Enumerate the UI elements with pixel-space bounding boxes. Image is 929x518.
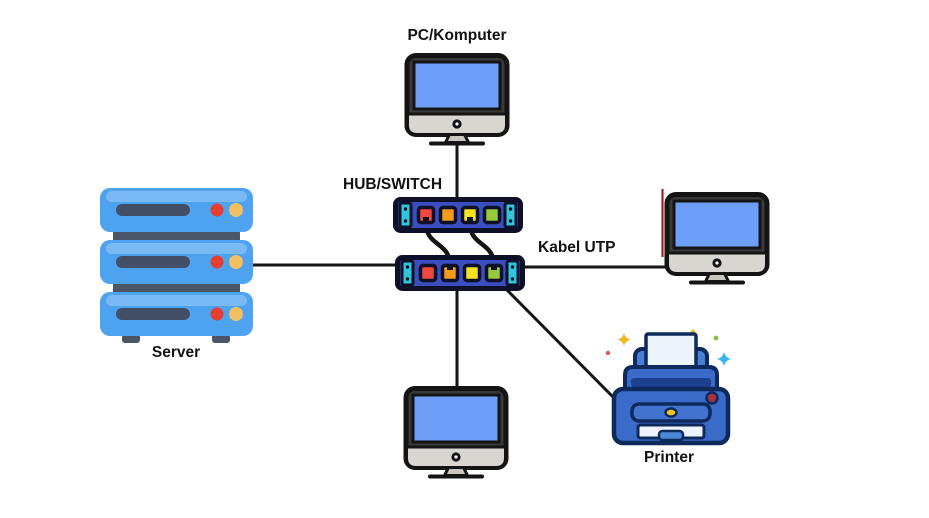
pc-komputer-label: PC/Komputer: [407, 27, 507, 44]
switch-body: [395, 255, 525, 291]
monitor-stand: [703, 272, 731, 283]
sparkle-icon: [717, 352, 731, 366]
server-foot: [212, 334, 230, 343]
hub-switch-label: HUB/SWITCH: [343, 176, 443, 193]
printer-icon: [605, 329, 731, 446]
switch-left-cap: [400, 259, 415, 287]
printer-paper-slot: [631, 378, 711, 387]
server-drive-slot: [116, 204, 190, 216]
server-drive-slot: [116, 256, 190, 268]
connection-line-hub-to-printer: [502, 285, 619, 403]
server-unit: [100, 240, 253, 284]
port-green: [482, 205, 502, 225]
cable-jack: [423, 217, 429, 223]
port-red: [418, 263, 438, 283]
printer-yellow-button: [664, 407, 678, 418]
server-led-yellow: [229, 203, 243, 217]
server-led-yellow: [229, 255, 243, 269]
server-led-red: [210, 307, 224, 321]
sparkle-icon: [617, 333, 631, 346]
port-orange: [438, 205, 458, 225]
monitor-base: [429, 141, 485, 146]
printer-tray-handle: [657, 429, 685, 442]
server-label: Server: [151, 344, 201, 361]
port-yellow: [462, 263, 482, 283]
monitor-base: [428, 474, 484, 479]
server-unit: [100, 292, 253, 336]
hub-switch-bottom-icon: [395, 255, 525, 291]
printer-power-button: [705, 391, 719, 405]
server-foot: [122, 334, 140, 343]
server-led-red: [210, 255, 224, 269]
printer-label: Printer: [644, 449, 694, 466]
pc-monitor-icon: [404, 53, 510, 146]
monitor-screen: [412, 60, 502, 111]
bottom-monitor-icon: [403, 386, 509, 479]
cable-jack: [467, 217, 473, 223]
switch-body: [393, 197, 523, 233]
server-led-red: [210, 203, 224, 217]
monitor-screen: [672, 199, 762, 250]
server-icon: [100, 188, 253, 343]
right-monitor-icon: [664, 192, 770, 285]
cable-jack: [491, 264, 497, 270]
switch-right-cap: [503, 201, 518, 229]
hub-switch-top-icon: [393, 197, 523, 233]
server-unit: [100, 188, 253, 232]
sparkle-icon: [713, 335, 719, 341]
cable-jack: [447, 264, 453, 270]
monitor-screen: [411, 393, 501, 444]
monitor-stand: [443, 133, 471, 144]
switch-right-cap: [505, 259, 520, 287]
kabel-utp-label: Kabel UTP: [538, 239, 616, 256]
server-led-yellow: [229, 307, 243, 321]
monitor-base: [689, 280, 745, 285]
sparkle-icon: [605, 350, 611, 356]
monitor-stand: [442, 466, 470, 477]
server-drive-slot: [116, 308, 190, 320]
switch-left-cap: [398, 201, 413, 229]
